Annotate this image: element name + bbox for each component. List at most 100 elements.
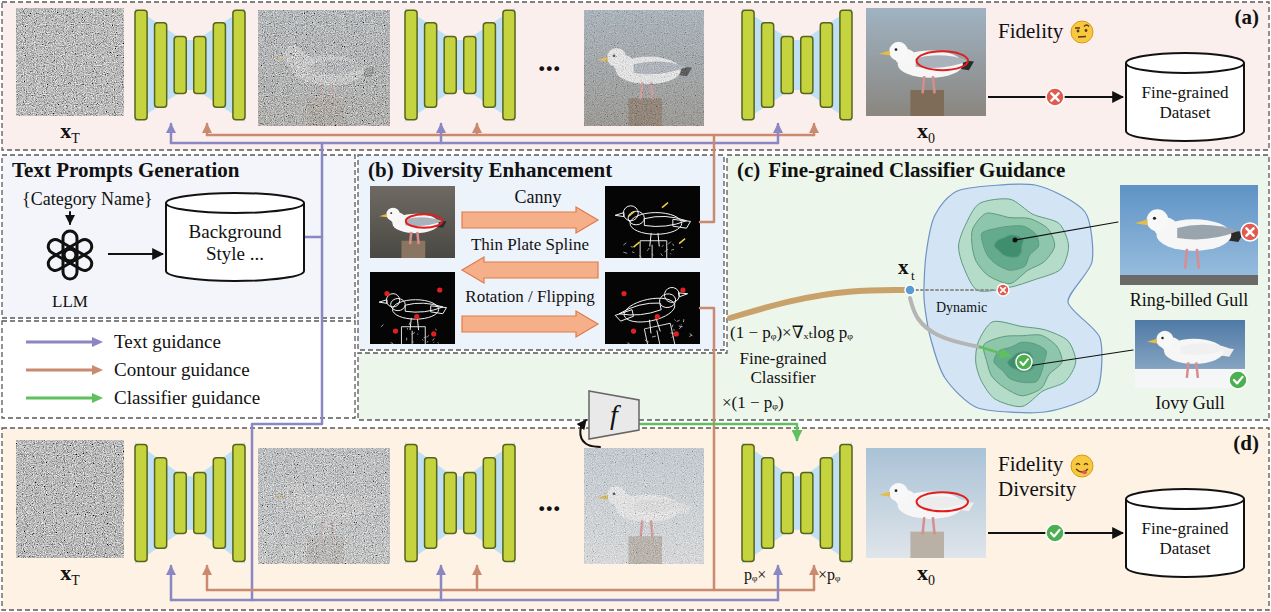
noise-overlay [258, 10, 390, 126]
bird-eye [1153, 217, 1156, 220]
panel-a: xTx0Fine-grained Dataset(a) [2, 2, 1269, 150]
unet-layer [405, 444, 417, 561]
emoji-face [1071, 21, 1093, 43]
noise-overlay [258, 448, 390, 564]
cylinder-label: Background Style ... [171, 212, 299, 274]
photo-caption: Ring-billed Gull [1114, 291, 1264, 311]
photo-caption: Iovy Gull [1129, 394, 1251, 414]
density-contour [976, 321, 1076, 406]
bird-head [1156, 331, 1173, 348]
photo-background [584, 10, 704, 126]
unet-layer [155, 458, 167, 548]
noise-overlay [584, 448, 704, 564]
panel-background [358, 155, 724, 350]
node-text: 0 [928, 131, 935, 146]
bird-figure [879, 483, 974, 534]
bird-beak [879, 50, 890, 55]
face-tongue [1082, 470, 1087, 474]
bird-legs [410, 318, 419, 330]
unet-icon [742, 8, 852, 122]
cylinder-rim [1126, 499, 1244, 509]
noise-image: xT [16, 8, 124, 148]
cylinder-rim [166, 203, 304, 213]
bird-eye [390, 212, 392, 214]
reject-circle [1241, 223, 1259, 241]
unet-layer [135, 444, 147, 561]
ground [1120, 275, 1258, 285]
cylinder-shape [1126, 53, 1244, 141]
figure-label: Canny [480, 188, 596, 208]
llm-knot-loop [46, 246, 79, 273]
accept-check [1051, 530, 1060, 537]
sample-point [905, 285, 915, 295]
accept-check [1234, 377, 1243, 384]
bird-beak [379, 214, 387, 218]
unet-layer [801, 37, 813, 94]
photo [258, 448, 390, 564]
sampling-trajectory [730, 290, 904, 318]
bird-figure [379, 208, 446, 244]
figure-label: t [911, 269, 915, 283]
unet-layer [464, 473, 476, 534]
unet-layer [762, 23, 774, 107]
node-text: (b) [368, 158, 394, 182]
process-arrow [462, 257, 598, 283]
bird-figure [612, 284, 694, 339]
unet-layer [820, 458, 832, 548]
unet-icon [742, 442, 852, 564]
control-point [393, 328, 398, 333]
unet-body [405, 442, 515, 564]
bird-eye [1161, 337, 1164, 340]
post [910, 532, 944, 558]
panel-title: Text Prompts Generation [12, 158, 239, 183]
bird-head [889, 42, 908, 61]
node-text: Background Style ... [171, 221, 299, 265]
image-caption: xT [16, 561, 124, 588]
guidance-line [170, 566, 173, 600]
bird-beak [615, 213, 624, 217]
legend-arrow-head [92, 365, 103, 375]
unet-layer [425, 23, 437, 107]
bird-wing [618, 301, 661, 320]
density-contour [994, 342, 1046, 383]
accept-circle [1016, 354, 1032, 370]
bird-eye [895, 489, 898, 492]
bird-head [663, 286, 681, 304]
figure-label: x [898, 256, 909, 279]
gull-photo: Ring-billed Gull [1120, 185, 1258, 313]
photo-background [258, 448, 390, 564]
accept-circle [1046, 524, 1064, 542]
figure-label: Rotation / Flipping [462, 288, 598, 307]
classifier-gradient [980, 347, 1010, 356]
unet-layer [174, 37, 186, 94]
reject-cross [1246, 228, 1253, 235]
guidance-line [440, 124, 443, 143]
bird-legs [1185, 249, 1199, 269]
unet-body [135, 8, 245, 122]
unet-body [742, 442, 852, 564]
unet-layer [213, 458, 225, 548]
node-text: LLM [52, 292, 88, 311]
class-region [924, 184, 1102, 413]
node-text: x [917, 118, 928, 143]
photo-background [258, 10, 390, 126]
guidance-line [252, 237, 322, 600]
unet-layer [483, 23, 495, 107]
cylinder-outline [165, 192, 305, 282]
control-point [680, 287, 685, 292]
node-text: Fine-grained Classifier Guidance [768, 158, 1065, 182]
panel-d: xTx0Fine-grained Dataset(d) [2, 428, 1269, 610]
guidance-line [813, 124, 816, 135]
figure-label: Dynamic [936, 300, 987, 315]
legend-line [26, 341, 94, 344]
unet-layer [213, 23, 225, 107]
node-text: (a) [1235, 5, 1260, 29]
figure-label: {Category Name} [22, 190, 153, 210]
figure-label: (1 − pᵩ)×∇ₓₜlog pᵩ [730, 324, 853, 343]
bird-neck [391, 299, 406, 311]
figure-label: Diversity [998, 478, 1076, 501]
node-text: x [917, 560, 928, 585]
image-caption: xT [16, 119, 124, 146]
control-point [437, 287, 442, 292]
